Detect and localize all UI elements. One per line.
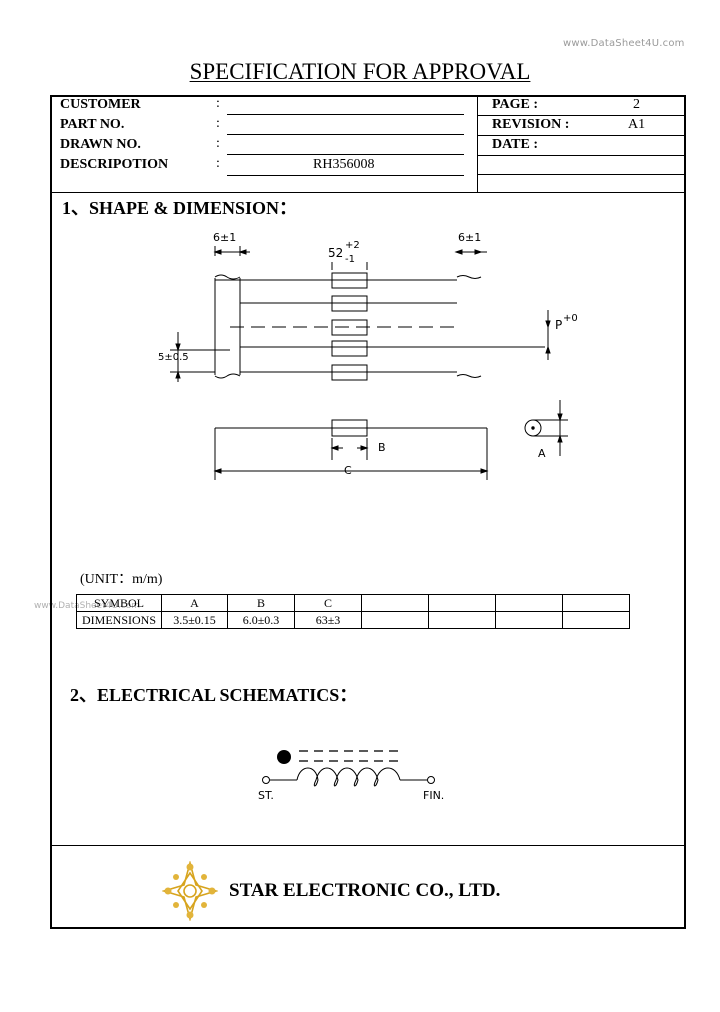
dim-c-arrow-a	[213, 468, 222, 474]
dim-6-right-label: 6±1	[458, 231, 482, 244]
footer-divider	[50, 845, 686, 846]
tape-bottom-wave	[214, 373, 241, 379]
component-3-body	[331, 319, 368, 336]
revision-colon: :	[564, 117, 570, 132]
component-5-body	[331, 364, 368, 381]
table-row-dimensions: DIMENSIONS 3.5±0.15 6.0±0.3 63±3	[76, 611, 630, 629]
company-name: STAR ELECTRONIC CO., LTD.	[229, 880, 501, 901]
component-4-body	[331, 340, 368, 357]
customer-label: CUSTOMER	[60, 97, 141, 112]
dim-6-left-label: 6±1	[213, 231, 237, 244]
row-label-dimensions: DIMENSIONS	[76, 611, 162, 629]
row-label-symbol: SYMBOL	[76, 594, 162, 612]
unit-label: (UNIT：m/m)	[80, 572, 163, 587]
dim-c-arrow-b	[480, 468, 489, 474]
dim-a-arrow-a	[557, 413, 563, 422]
inductor-coil	[296, 767, 401, 787]
drawn-no-colon: :	[216, 136, 220, 151]
right-row-divider-1	[477, 115, 686, 116]
dim-p-tol: +0	[563, 313, 578, 324]
customer-colon: :	[216, 96, 220, 111]
header-divider	[50, 192, 686, 193]
description-value: RH356008	[313, 157, 375, 172]
page-colon: :	[533, 97, 539, 112]
drawn-no-field	[227, 154, 464, 155]
date-label: DATE :	[492, 137, 539, 152]
dim-52-tol-minus: -1	[345, 254, 355, 265]
dim-52-tol-plus: +2	[345, 240, 360, 251]
tape-strip	[214, 278, 241, 375]
part-no-field	[227, 134, 464, 135]
description-label: DESCRIPOTION	[60, 157, 169, 172]
dim-5-arrow-b	[175, 370, 181, 379]
description-field	[227, 175, 464, 176]
dim-p-arrow-b	[545, 345, 551, 354]
core-dashes	[299, 750, 398, 762]
dim-6-right-arrow-a	[454, 249, 463, 255]
dim-b-arrow-a	[330, 445, 339, 451]
section-shape-dimension-title: 1、SHAPE & DIMENSION：	[62, 198, 298, 218]
wire-end-wave-1	[456, 275, 482, 279]
part-no-label: PART NO.	[60, 117, 125, 132]
date-colon: :	[533, 137, 539, 152]
dim-p-label: P	[555, 318, 563, 332]
end-view-center	[531, 426, 535, 430]
dim-a-label: A	[538, 447, 546, 460]
right-row-divider-2	[477, 135, 686, 136]
company-logo-icon	[162, 861, 218, 921]
dim-6-left-arrow-b	[238, 249, 247, 255]
dim-a-arrow-b	[557, 434, 563, 443]
single-component-body	[331, 419, 368, 437]
part-no-colon: :	[216, 116, 220, 131]
terminal-start	[262, 776, 270, 784]
page-value: 2	[633, 97, 640, 112]
dimensions-table: SYMBOL A B C DIMENSIONS 3.5±0.15 6.0±0.3…	[76, 594, 630, 629]
page-title-text: SPECIFICATION FOR APPROVAL	[189, 59, 531, 84]
dim-52-label: 52	[328, 246, 344, 260]
terminal-finish	[427, 776, 435, 784]
customer-field	[227, 114, 464, 115]
watermark-top: www.DataSheet4U.com	[563, 38, 685, 49]
revision-value: A1	[628, 117, 646, 132]
tape-top-wave	[214, 274, 241, 280]
spec-frame	[50, 95, 686, 929]
page-title: SPECIFICATION FOR APPROVAL	[0, 59, 720, 85]
wire-end-wave-2	[456, 374, 482, 378]
dim-b-arrow-b	[360, 445, 369, 451]
section-electrical-schematics-title: 2、ELECTRICAL SCHEMATICS：	[70, 685, 358, 705]
component-2-body	[331, 295, 368, 312]
table-row-symbol: SYMBOL A B C	[76, 594, 630, 612]
dim-6-left-arrow-a	[213, 249, 222, 255]
header-col-divider	[477, 95, 478, 192]
component-1-body	[331, 272, 368, 289]
start-label: ST.	[258, 789, 274, 802]
description-colon: :	[216, 156, 220, 171]
page-label: PAGE :	[492, 97, 539, 112]
right-row-divider-4	[477, 174, 686, 175]
dim-5-arrow-a	[175, 343, 181, 352]
dimension-cell: 6.0±0.3	[227, 611, 295, 629]
polarity-dot	[277, 750, 291, 764]
revision-label: REVISION :	[492, 117, 570, 132]
dim-5-label: 5±0.5	[158, 352, 189, 363]
right-row-divider-3	[477, 155, 686, 156]
dim-6-right-arrow-b	[474, 249, 483, 255]
dim-c-label: C	[344, 464, 352, 477]
dim-b-label: B	[378, 441, 386, 454]
dim-p-arrow-a	[545, 320, 551, 329]
dimension-cell: 63±3	[294, 611, 362, 629]
drawn-no-label: DRAWN NO.	[60, 137, 141, 152]
finish-label: FIN.	[423, 789, 445, 802]
dimension-cell	[562, 611, 630, 629]
